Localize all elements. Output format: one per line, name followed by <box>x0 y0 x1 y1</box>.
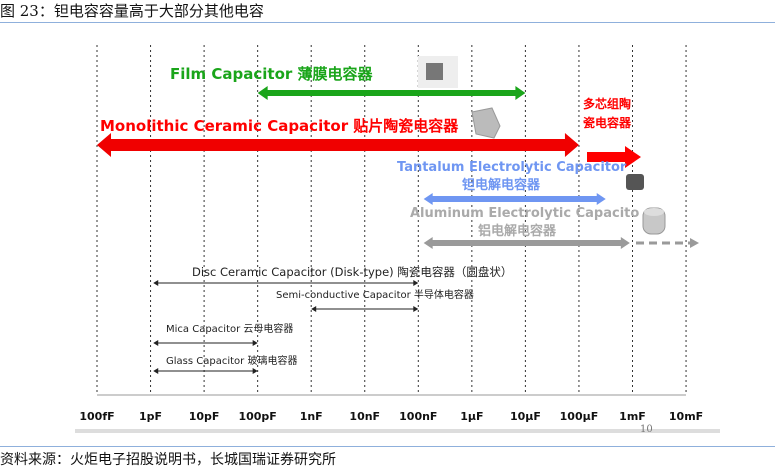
tantalum-range-arrow <box>423 193 606 205</box>
axis-tick-label: 10mF <box>669 410 703 423</box>
axis-tick-label: 1µF <box>460 410 483 423</box>
axis-tick-label: 10nF <box>349 410 380 423</box>
aluminum-capacitor-image-icon <box>642 207 666 235</box>
axis-tick-label: 100pF <box>238 410 276 423</box>
multilayer-mlcc-label-line1: 多芯组陶 <box>583 96 631 111</box>
semi-conductive-label: Semi-conductive Capacitor 半导体电容器 <box>276 288 474 301</box>
axis-shadow-bar <box>75 429 720 433</box>
aluminum-extension-arrowhead <box>690 238 699 248</box>
multilayer-mlcc-arrow <box>587 146 641 168</box>
axis-tick-label: 1nF <box>300 410 323 423</box>
mica-range-arrow <box>153 340 258 346</box>
tantalum-chip-image-icon <box>626 174 644 190</box>
film-capacitor-range-arrow <box>257 86 526 100</box>
disc-ceramic-range-arrow <box>153 280 419 286</box>
source-note: 资料来源：火炬电子招股说明书，长城国瑞证券研究所 <box>0 452 336 468</box>
axis-tick-label: 1pF <box>139 410 162 423</box>
tantalum-label-cn: 钽电解电容器 <box>462 177 541 193</box>
axis-tick-label: 10µF <box>510 410 541 423</box>
page-number: 10 <box>640 424 653 435</box>
figure-title: 图 23：钽电容容量高于大部分其他电容 <box>0 2 264 20</box>
axis-tick-label: 100µF <box>560 410 599 423</box>
glass-range-arrow <box>153 368 258 374</box>
film-capacitor-image-icon <box>418 56 458 88</box>
mlcc-label: Monolithic Ceramic Capacitor 贴片陶瓷电容器 <box>100 117 459 135</box>
axis-tick-label: 10pF <box>189 410 220 423</box>
disc-ceramic-label: Disc Ceramic Capacitor (Disk-type) 陶瓷电容器… <box>192 265 512 279</box>
semi-conductive-range-arrow <box>311 306 419 312</box>
tantalum-label: Tantalum Electrolytic Capacitor <box>397 160 627 175</box>
glass-label: Glass Capacitor 玻璃电容器 <box>166 354 297 367</box>
footer-divider <box>0 446 775 447</box>
aluminum-label: Aluminum Electrolytic Capacito <box>410 206 639 221</box>
film-capacitor-label: Film Capacitor 薄膜电容器 <box>170 65 374 83</box>
mlcc-chip-image-icon <box>471 107 501 139</box>
mlcc-range-arrow <box>97 133 579 157</box>
aluminum-label-cn: 铝电解电容器 <box>478 223 557 239</box>
aluminum-range-arrow <box>423 237 630 249</box>
multilayer-mlcc-label-line2: 瓷电容器 <box>583 115 632 130</box>
mica-label: Mica Capacitor 云母电容器 <box>166 322 293 335</box>
axis-tick-label: 100nF <box>399 410 437 423</box>
axis-tick-label: 1mF <box>619 410 646 423</box>
title-divider <box>0 22 775 23</box>
axis-tick-label: 100fF <box>79 410 114 423</box>
